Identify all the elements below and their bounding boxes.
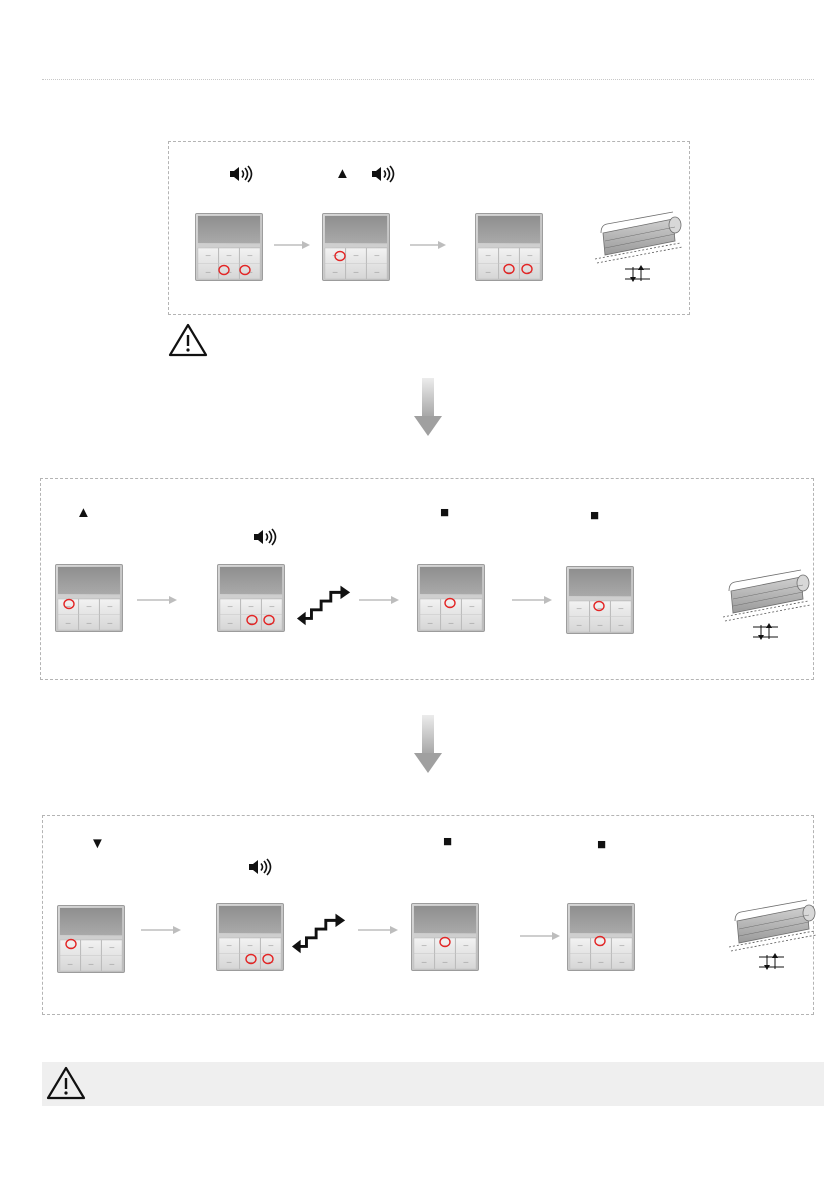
wall-controller-device [57, 904, 125, 974]
wall-controller-device [475, 212, 543, 282]
arrow-right-icon [274, 239, 310, 251]
wall-controller-device [567, 902, 635, 972]
stop-square-icon: ■ [597, 837, 606, 852]
speaker-icon [248, 858, 272, 876]
wall-controller-device [216, 902, 284, 972]
wall-controller-device [417, 563, 485, 633]
warning-icon [46, 1066, 86, 1100]
wall-controller-device [217, 563, 285, 633]
roller-shutter-icon [729, 898, 819, 970]
arrow-right-icon [358, 924, 398, 936]
stop-square-icon: ■ [443, 834, 452, 849]
wall-controller-device [322, 212, 390, 282]
wall-controller-device [195, 212, 263, 282]
wall-controller-device [566, 566, 634, 634]
stop-square-icon: ■ [590, 508, 599, 523]
down-triangle-icon: ▼ [90, 836, 105, 851]
speaker-icon [371, 165, 395, 183]
arrow-right-icon [410, 239, 446, 251]
big-down-arrow-icon [413, 378, 443, 438]
arrow-right-icon [359, 594, 399, 606]
top-divider [42, 79, 814, 80]
roller-shutter-icon [595, 210, 685, 282]
big-down-arrow-icon [413, 712, 443, 778]
up-triangle-icon: ▲ [76, 505, 91, 520]
wall-controller-device [411, 902, 479, 972]
speaker-icon [253, 528, 277, 546]
arrow-right-icon [141, 924, 181, 936]
warning-note-bar [42, 1062, 824, 1106]
stop-square-icon: ■ [440, 505, 449, 520]
step-arrow-icon [296, 580, 354, 626]
wall-controller-device [55, 563, 123, 633]
arrow-right-icon [512, 594, 552, 606]
step-arrow-icon [291, 908, 349, 954]
speaker-icon [229, 165, 253, 183]
warning-icon [168, 323, 208, 357]
roller-shutter-icon [723, 568, 813, 640]
arrow-right-icon [137, 594, 177, 606]
up-triangle-icon: ▲ [335, 166, 350, 181]
arrow-right-icon [520, 930, 560, 942]
